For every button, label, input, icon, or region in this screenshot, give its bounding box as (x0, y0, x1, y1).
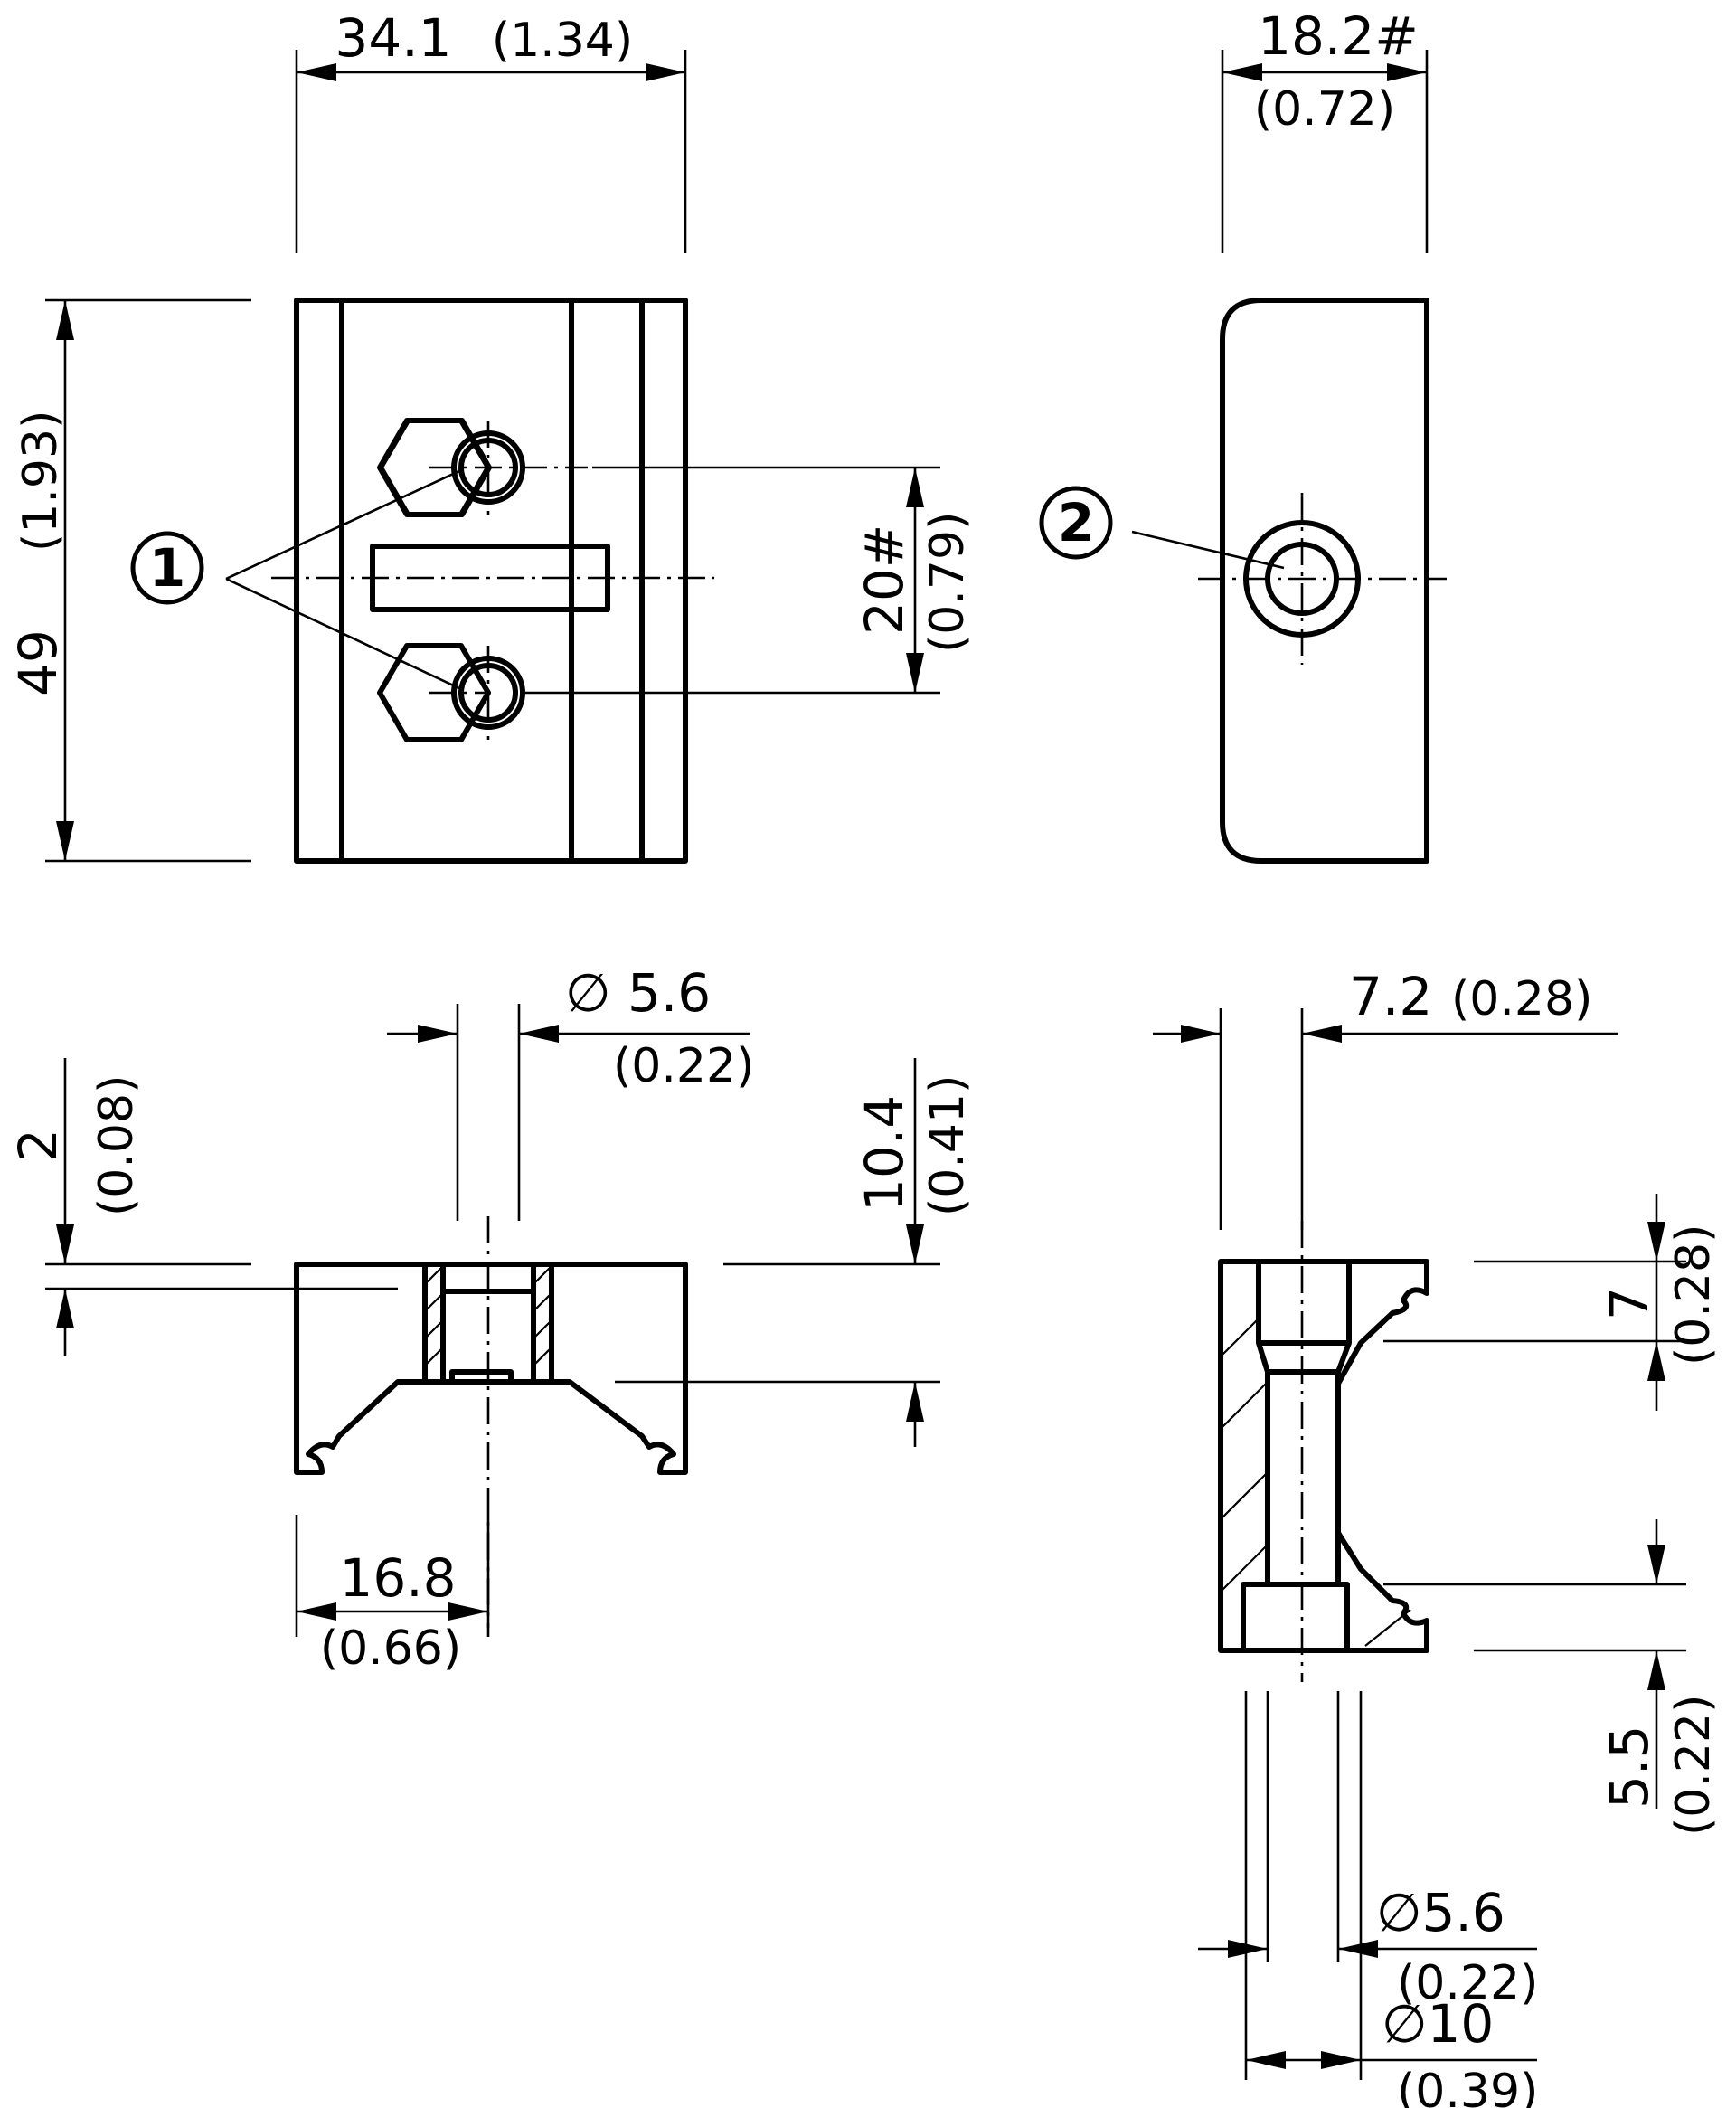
dim-r56-value: ∅5.6 (1376, 1882, 1505, 1943)
dim-34-arrow-left (297, 63, 336, 81)
dim-20-inch: (0.79) (920, 512, 975, 653)
dim-168-inch: (0.66) (320, 1621, 461, 1676)
dim-7-arrow-bottom (1647, 1341, 1665, 1381)
dim-34-arrow-right (646, 63, 685, 81)
dim-20-value: 20# (854, 525, 915, 635)
dim-55-arrow-bottom (1647, 1650, 1665, 1690)
section-view-left: ∅ 5.6 (0.22) 2 (0.08) 10.4 (0.41) (7, 962, 975, 1676)
dim-20-arrow-top (906, 468, 924, 507)
dim-r56-inch: (0.22) (1397, 1956, 1538, 2010)
dim-18-arrow-left (1222, 63, 1262, 81)
dim-72-arrow-left (1181, 1025, 1221, 1043)
callout-2-label: 2 (1058, 492, 1094, 553)
right-bore-transition-right (1335, 1341, 1352, 1374)
callout-1-leader-lower (225, 577, 462, 691)
dim-10-arrow-left (1246, 2051, 1286, 2069)
dim-7-inch: (0.28) (1666, 1224, 1721, 1366)
dim-104-inch: (0.41) (920, 1075, 975, 1216)
section-body-outline (294, 1262, 688, 1475)
dim-72-inch: (0.28) (1451, 972, 1592, 1026)
side-view: 2 18.2# (0.72) (1039, 5, 1447, 864)
right-bore-transition-left (1256, 1342, 1270, 1373)
dim-72-arrow-right (1302, 1025, 1342, 1043)
dim-168-arrow-left (297, 1602, 336, 1621)
dim-49-value: 49 (7, 629, 69, 696)
dim-168-arrow-right (448, 1602, 488, 1621)
dim-10-arrow-right (1321, 2051, 1361, 2069)
callout-2-leader (1131, 530, 1285, 570)
right-section-outline (1218, 1259, 1429, 1653)
callout-2-circle (1039, 486, 1113, 560)
callout-1-leader-upper (225, 468, 462, 581)
dim-10-inch: (0.39) (1397, 2065, 1538, 2108)
dim-104-value: 10.4 (854, 1095, 915, 1212)
dim-7-value: 7 (1599, 1287, 1660, 1320)
right-upper-counterbore (1256, 1259, 1352, 1346)
dim-34-value: 34.1 (335, 7, 451, 69)
callout-1-label: 1 (149, 537, 185, 599)
dim-18-value: 18.2# (1258, 5, 1419, 67)
dim-168-value: 16.8 (339, 1547, 456, 1609)
dim-20-arrow-bottom (906, 653, 924, 693)
dim-2-value: 2 (7, 1129, 69, 1162)
dim-r56-arrow-left (1228, 1940, 1268, 1958)
dim-56-inch: (0.22) (613, 1039, 754, 1093)
dim-56-arrow-left (418, 1025, 458, 1043)
dim-56-arrow-right (519, 1025, 559, 1043)
section-hatch (424, 1265, 552, 1366)
front-view: 1 34.1 (1.34) 49 (1.93) 20# (0 (7, 7, 975, 864)
dim-72-value: 7.2 (1349, 966, 1432, 1027)
right-section-hatch (1220, 1318, 1411, 1647)
dim-49-inch: (1.93) (14, 411, 68, 552)
section-view-right: 7.2 (0.28) 7 (0.28) 5.5 (0.22) (1153, 966, 1721, 2108)
dim-49-arrow-bottom (56, 821, 74, 861)
side-body-outline (1220, 298, 1429, 864)
dim-7-arrow-top (1647, 1222, 1665, 1262)
dim-56-value: ∅ 5.6 (565, 962, 711, 1024)
dim-2-arrow-bottom (56, 1289, 74, 1328)
dim-104-arrow-bottom (906, 1382, 924, 1422)
dim-2-inch: (0.08) (90, 1075, 144, 1216)
right-lower-counterbore (1241, 1582, 1350, 1653)
dim-34-inch: (1.34) (492, 14, 633, 68)
callout-1-circle (130, 531, 204, 605)
dim-10-value: ∅10 (1382, 1993, 1494, 2055)
dim-49-arrow-top (56, 300, 74, 340)
dim-55-value: 5.5 (1599, 1725, 1660, 1809)
dim-18-arrow-right (1387, 63, 1427, 81)
dim-55-arrow-top (1647, 1545, 1665, 1584)
dim-55-inch: (0.22) (1666, 1695, 1721, 1836)
dim-18-inch: (0.72) (1254, 82, 1395, 137)
front-body-outline (294, 298, 688, 864)
dim-104-arrow-top (906, 1224, 924, 1264)
dim-2-arrow-top (56, 1224, 74, 1264)
dim-r56-arrow-right (1338, 1940, 1378, 1958)
